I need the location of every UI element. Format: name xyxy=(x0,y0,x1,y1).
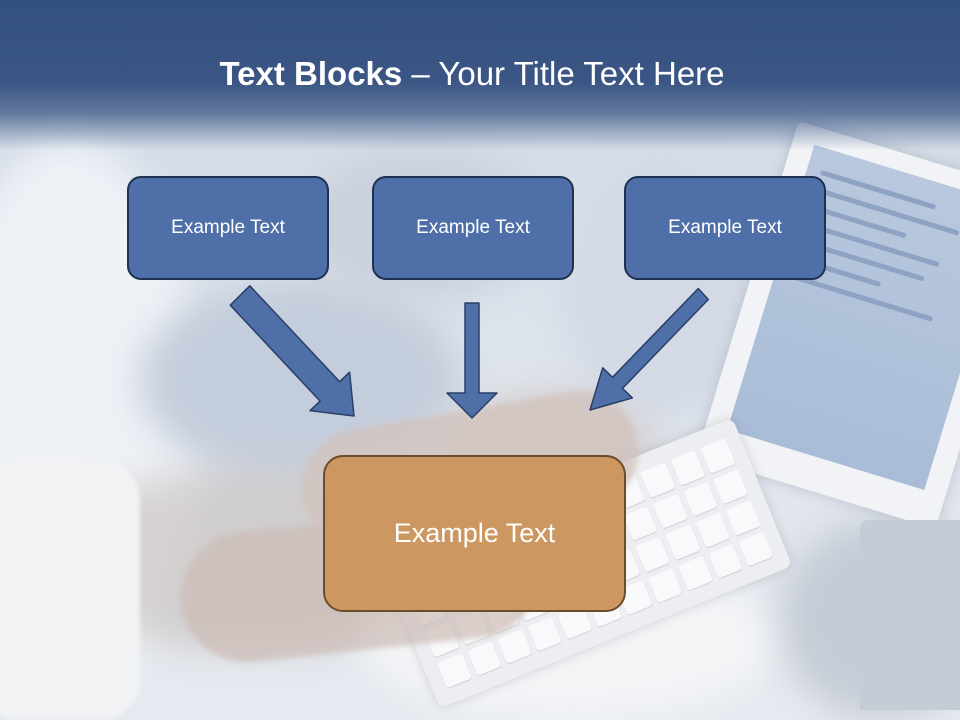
monitor-stand-shape xyxy=(860,520,960,710)
text-block-main-label: Example Text xyxy=(393,518,556,548)
text-block-2[interactable]: Example Text xyxy=(372,176,574,280)
arrow-right xyxy=(589,287,710,411)
title-band: Text Blocks – Your Title Text Here xyxy=(0,0,960,150)
arrow-left xyxy=(229,285,355,417)
sleeve-shape xyxy=(0,460,140,720)
text-block-1-label: Example Text xyxy=(171,217,285,238)
title-rest: Your Title Text Here xyxy=(438,55,725,92)
title-bold: Text Blocks xyxy=(219,55,403,92)
arrow-center xyxy=(446,302,498,419)
text-block-2-label: Example Text xyxy=(416,217,530,238)
text-block-1[interactable]: Example Text xyxy=(127,176,329,280)
slide-title: Text Blocks – Your Title Text Here xyxy=(0,52,944,96)
text-block-main[interactable]: Example Text xyxy=(323,455,626,612)
text-block-3-label: Example Text xyxy=(668,217,782,238)
title-separator: – xyxy=(402,55,439,92)
text-block-3[interactable]: Example Text xyxy=(624,176,826,280)
